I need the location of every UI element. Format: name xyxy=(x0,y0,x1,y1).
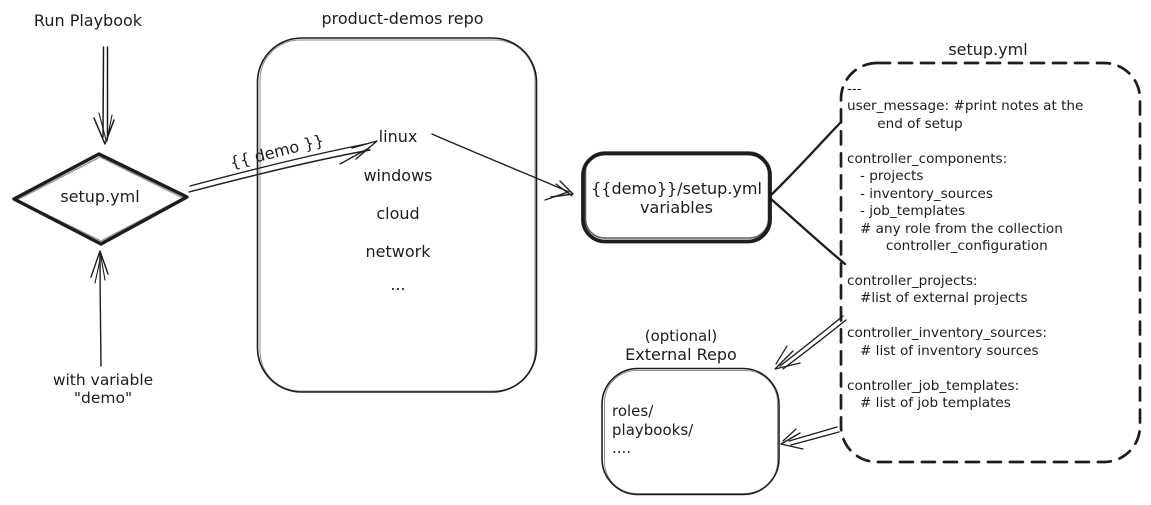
linux-to-variables-arrow xyxy=(431,133,574,201)
run-playbook-label: Run Playbook xyxy=(33,11,143,30)
with-variable-label: with variable "demo" xyxy=(30,371,176,408)
variables-box-line1: {{demo}}/setup.yml xyxy=(591,179,762,198)
external-repo-box xyxy=(601,367,780,496)
with-variable-arrow xyxy=(90,250,109,367)
repo-item-network: network xyxy=(365,242,431,261)
product-demos-repo-title: product-demos repo xyxy=(321,9,484,28)
external-repo-title: External Repo xyxy=(625,345,737,364)
with-variable-line2: "demo" xyxy=(73,388,133,407)
product-demos-repo-box xyxy=(256,37,538,393)
variables-box xyxy=(581,151,772,244)
setup-yml-content: --- user_message: #print notes at the en… xyxy=(847,81,1084,412)
setup-yml-dashed-box xyxy=(839,61,1142,464)
with-variable-line1: with variable xyxy=(52,371,154,389)
run-playbook-arrow xyxy=(93,46,115,145)
setup-yml-title: setup.yml xyxy=(948,40,1028,59)
repo-item-cloud: cloud xyxy=(376,204,420,223)
repo-item-ellipsis: ... xyxy=(390,275,406,294)
repo-item-windows: windows xyxy=(363,166,433,185)
external-repo-content: roles/ playbooks/ .... xyxy=(612,402,694,457)
variables-box-line2: variables xyxy=(640,198,713,217)
setupyml-to-external-repo-arrow-projects xyxy=(774,315,847,370)
setupyml-to-external-repo-arrow-job-templates xyxy=(780,426,840,450)
setup-diamond-label: setup.yml xyxy=(60,187,140,206)
setup-diamond xyxy=(12,152,189,246)
repo-item-linux: linux xyxy=(378,127,418,146)
variables-to-setupyml-connector xyxy=(768,120,847,266)
external-repo-optional-label: (optional) xyxy=(644,327,718,345)
demo-arrow xyxy=(188,140,378,193)
